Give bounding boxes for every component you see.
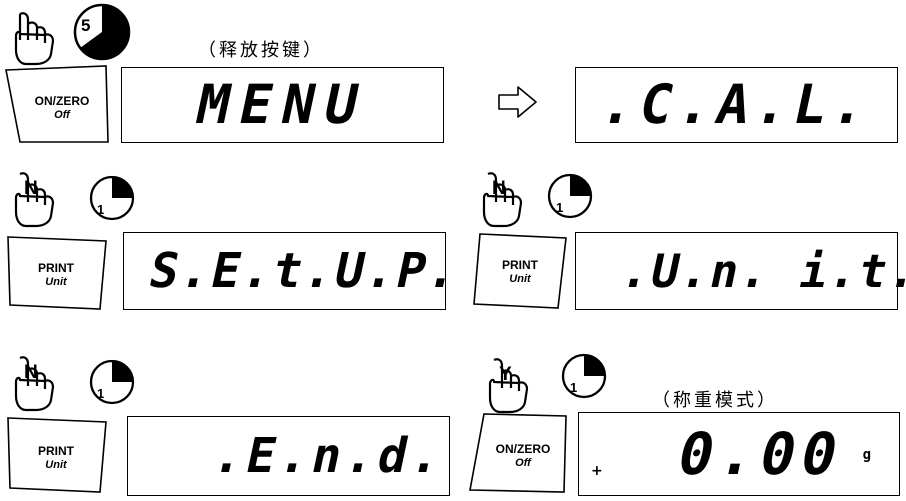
on-zero-button[interactable]: ON/ZERO Off xyxy=(466,410,570,496)
timer-icon xyxy=(73,3,131,61)
hand-key-letter: N xyxy=(492,178,506,199)
lcd-text: 0.00 xyxy=(672,420,851,488)
button-sub-label: Unit xyxy=(45,276,67,288)
timer-icon xyxy=(547,173,593,219)
lcd-display-setup: S.E.t.U.P. xyxy=(123,232,465,310)
button-sub-label: Unit xyxy=(45,459,67,471)
button-sub-label: Off xyxy=(54,109,70,121)
pointing-hand-icon xyxy=(14,356,55,412)
print-button[interactable]: PRINT Unit xyxy=(4,233,108,313)
lcd-display-cal: .C.A.L. xyxy=(575,67,898,143)
timer-seconds: 1 xyxy=(97,202,105,217)
pointing-hand-icon xyxy=(14,12,55,66)
timer-seconds: 1 xyxy=(97,386,105,401)
unit-label: g xyxy=(862,447,871,463)
lcd-text: .C.A.L. xyxy=(595,73,879,136)
timer-seconds: 5 xyxy=(81,16,91,35)
pointing-hand-icon xyxy=(488,358,529,414)
button-main-label: ON/ZERO xyxy=(34,94,90,108)
hand-key-letter: N xyxy=(24,362,38,383)
print-button[interactable]: PRINT Unit xyxy=(4,414,108,496)
hand-key-letter: Y xyxy=(499,364,512,385)
lcd-text: .E.n.d. xyxy=(208,428,451,484)
on-zero-button[interactable]: ON/ZERO Off xyxy=(2,62,110,146)
timer-icon xyxy=(561,353,607,399)
lcd-display-weight: + 0.00 g xyxy=(578,412,900,496)
caption-release-key: （释放按键） xyxy=(198,40,324,61)
button-main-label: PRINT xyxy=(38,444,74,458)
stable-indicator-icon: + xyxy=(591,463,603,479)
lcd-text: .U.n. i.t. xyxy=(616,244,906,298)
right-hollow-arrow-icon xyxy=(498,86,537,118)
lcd-display-end: .E.n.d. xyxy=(127,416,450,496)
button-sub-label: Unit xyxy=(509,273,531,285)
button-main-label: PRINT xyxy=(38,261,74,275)
timer-seconds: 1 xyxy=(556,200,564,215)
timer-icon xyxy=(89,175,135,221)
button-main-label: PRINT xyxy=(502,258,538,272)
lcd-display-menu: MENU xyxy=(121,67,444,143)
lcd-text: MENU xyxy=(190,73,375,136)
lcd-text: S.E.t.U.P. xyxy=(144,243,465,299)
lcd-display-unit: .U.n. i.t. xyxy=(575,232,906,310)
button-main-label: ON/ZERO xyxy=(495,442,551,456)
pointing-hand-icon xyxy=(482,172,523,228)
timer-icon xyxy=(89,359,135,405)
timer-seconds: 1 xyxy=(570,380,578,395)
pointing-hand-icon xyxy=(14,172,55,228)
hand-key-letter: N xyxy=(24,178,38,199)
button-sub-label: Off xyxy=(515,457,531,469)
print-button[interactable]: PRINT Unit xyxy=(470,230,570,312)
caption-weighing-mode: （称重模式） xyxy=(652,390,778,411)
